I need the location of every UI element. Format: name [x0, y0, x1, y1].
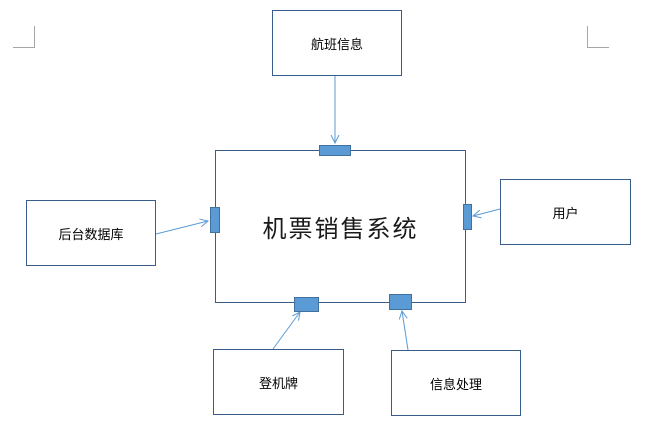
backend-db-label: 后台数据库 [58, 227, 124, 243]
boarding-pass-box: 登机牌 [213, 349, 344, 415]
flight-info-label: 航班信息 [310, 37, 363, 53]
system-label: 机票销售系统 [262, 215, 419, 243]
backend-db-box: 后台数据库 [26, 200, 156, 266]
arrow-info-processing-to-system [402, 311, 409, 351]
port-bottom-right [389, 294, 412, 310]
arrow-backend-db-to-system [155, 221, 208, 235]
info-processing-label: 信息处理 [429, 377, 482, 393]
margin-mark-top-left [13, 26, 35, 48]
user-box: 用户 [500, 179, 631, 245]
user-label: 用户 [552, 206, 579, 222]
system-box: 机票销售系统 [215, 150, 466, 303]
port-left [210, 207, 220, 233]
arrow-user-to-system [473, 208, 501, 216]
boarding-pass-label: 登机牌 [258, 376, 298, 392]
port-top [319, 145, 351, 156]
margin-mark-top-right [587, 26, 609, 48]
flight-info-box: 航班信息 [272, 10, 402, 76]
port-right [463, 204, 472, 230]
port-bottom-left [294, 297, 319, 312]
info-processing-box: 信息处理 [391, 350, 521, 416]
arrow-boarding-pass-to-system [272, 312, 300, 350]
